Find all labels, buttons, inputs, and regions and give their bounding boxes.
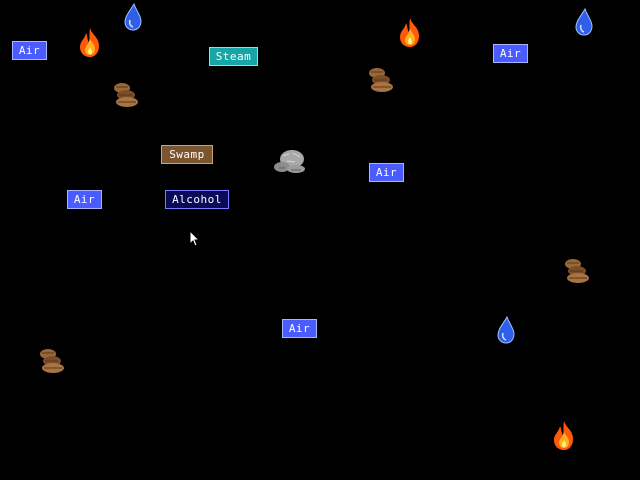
- element-air[interactable]: Air: [67, 190, 102, 209]
- earth-clod-icon[interactable]: [563, 258, 591, 284]
- water-drop-icon[interactable]: [122, 3, 144, 31]
- element-air[interactable]: Air: [493, 44, 528, 63]
- element-alcohol[interactable]: Alcohol: [165, 190, 229, 209]
- stone-icon[interactable]: [273, 148, 307, 174]
- earth-clod-icon[interactable]: [38, 348, 66, 374]
- fire-icon[interactable]: [551, 420, 577, 452]
- water-drop-icon[interactable]: [495, 316, 517, 344]
- fire-icon[interactable]: [397, 17, 423, 49]
- element-air[interactable]: Air: [369, 163, 404, 182]
- element-swamp[interactable]: Swamp: [161, 145, 213, 164]
- element-air[interactable]: Air: [282, 319, 317, 338]
- fire-icon[interactable]: [77, 27, 103, 59]
- water-drop-icon[interactable]: [573, 8, 595, 36]
- element-steam[interactable]: Steam: [209, 47, 258, 66]
- mouse-pointer-icon: [189, 229, 201, 252]
- earth-clod-icon[interactable]: [367, 67, 395, 93]
- earth-clod-icon[interactable]: [112, 82, 140, 108]
- element-air[interactable]: Air: [12, 41, 47, 60]
